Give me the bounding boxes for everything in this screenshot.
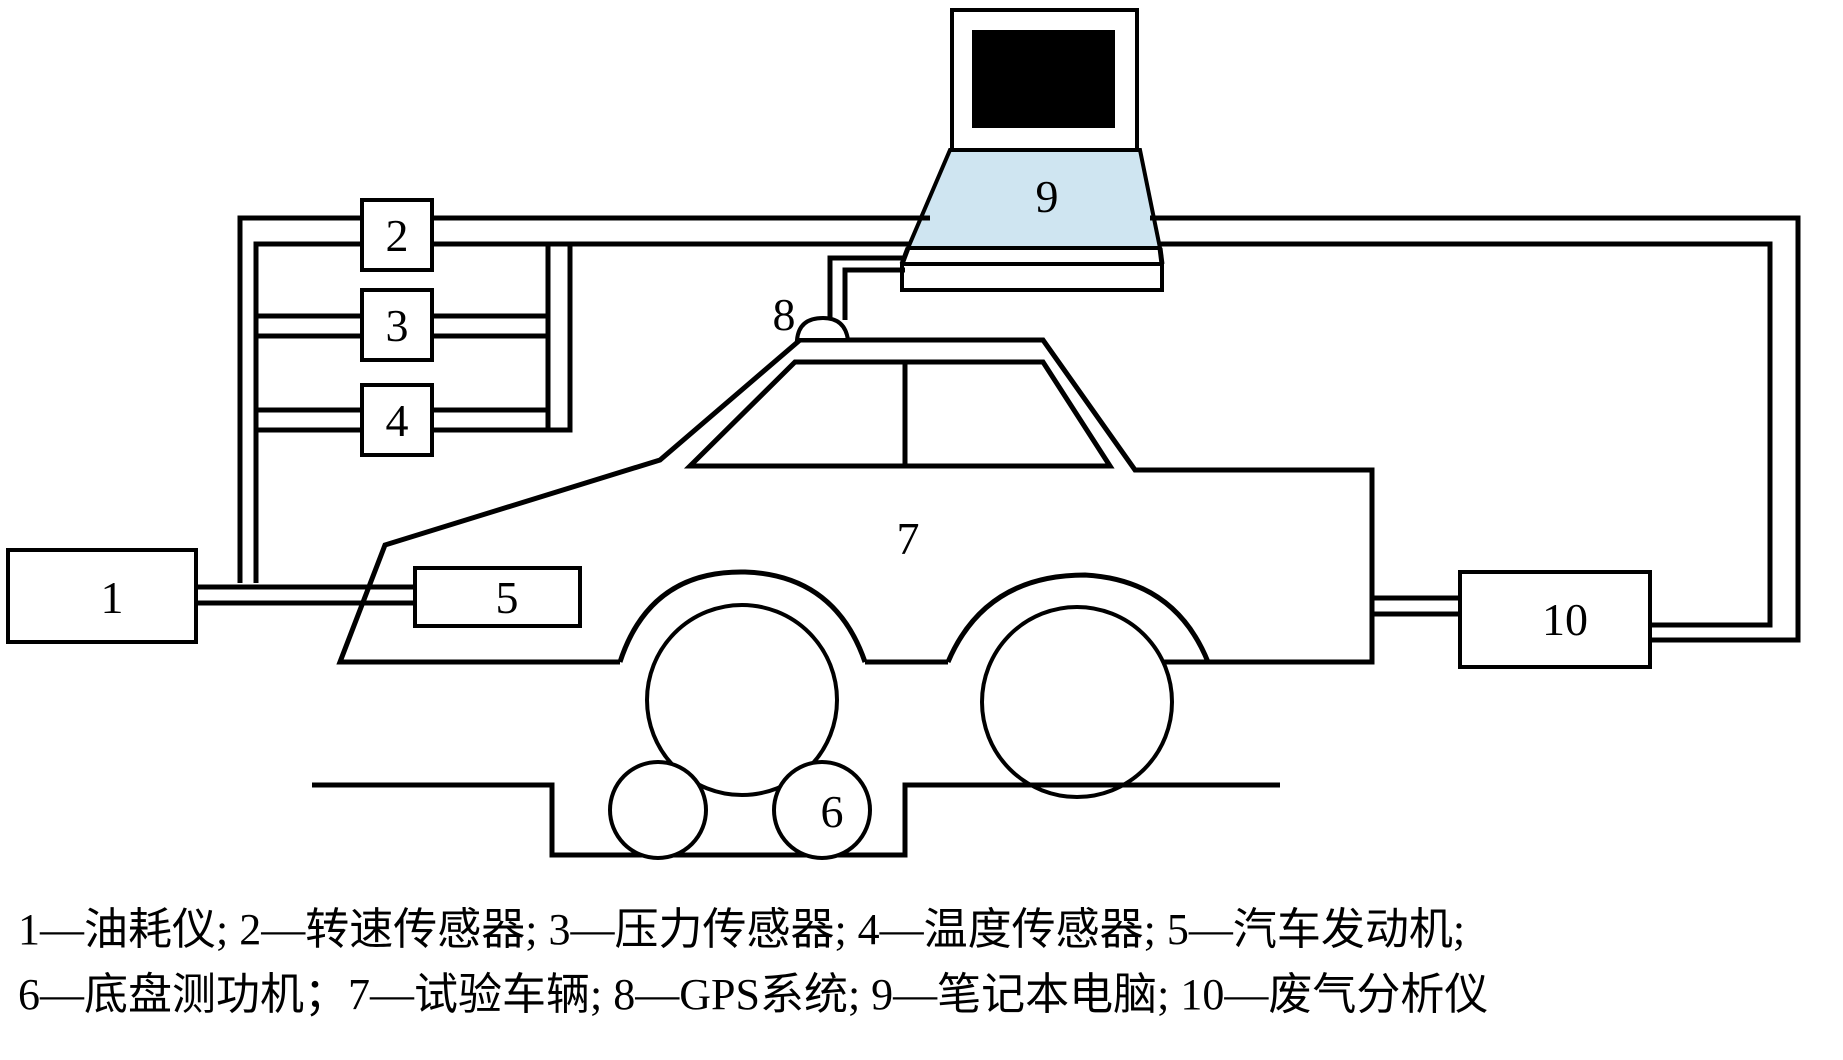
label-engine: 5	[496, 572, 519, 623]
exhaust-analyzer: 10	[1458, 570, 1652, 669]
test-vehicle: 7	[336, 337, 1375, 665]
test-setup-diagram: 9 2 3 4	[6, 8, 1801, 860]
laptop-keyboard	[904, 148, 1163, 250]
legend-line-1: 1—油耗仪; 2—转速传感器; 3—压力传感器; 4—温度传感器; 5—汽车发动…	[18, 905, 1466, 954]
roller-right	[772, 760, 872, 860]
laptop-screen	[972, 30, 1115, 128]
car-body-outline	[336, 337, 1375, 665]
engine: 5	[413, 566, 582, 628]
label-pressure-sensor: 3	[386, 300, 409, 351]
label-speed-sensor: 2	[386, 210, 409, 261]
temperature-sensor: 4	[360, 383, 434, 457]
label-laptop: 9	[1036, 171, 1059, 222]
label-dynamometer: 6	[821, 786, 844, 837]
legend-line-2: 6—底盘测功机；7—试验车辆; 8—GPS系统; 9—笔记本电脑; 10—废气分…	[18, 970, 1489, 1019]
label-temperature-sensor: 4	[386, 395, 409, 446]
speed-sensor: 2	[360, 198, 434, 272]
front-wheel	[645, 603, 839, 797]
ground-line	[312, 782, 1280, 858]
label-gps: 8	[773, 289, 796, 340]
laptop-base	[900, 262, 1164, 292]
pressure-sensor: 3	[360, 288, 434, 362]
rear-wheel	[980, 605, 1174, 799]
roller-left	[608, 760, 708, 860]
label-exhaust-analyzer: 10	[1542, 594, 1588, 645]
car-window	[683, 359, 1115, 469]
fuel-meter: 1	[6, 548, 198, 644]
laptop: 9	[899, 8, 1165, 292]
gps-antenna: 8	[773, 289, 851, 342]
label-vehicle: 7	[897, 513, 920, 564]
label-fuel-meter: 1	[101, 572, 124, 623]
chassis-dynamometer: 6	[312, 760, 1280, 860]
